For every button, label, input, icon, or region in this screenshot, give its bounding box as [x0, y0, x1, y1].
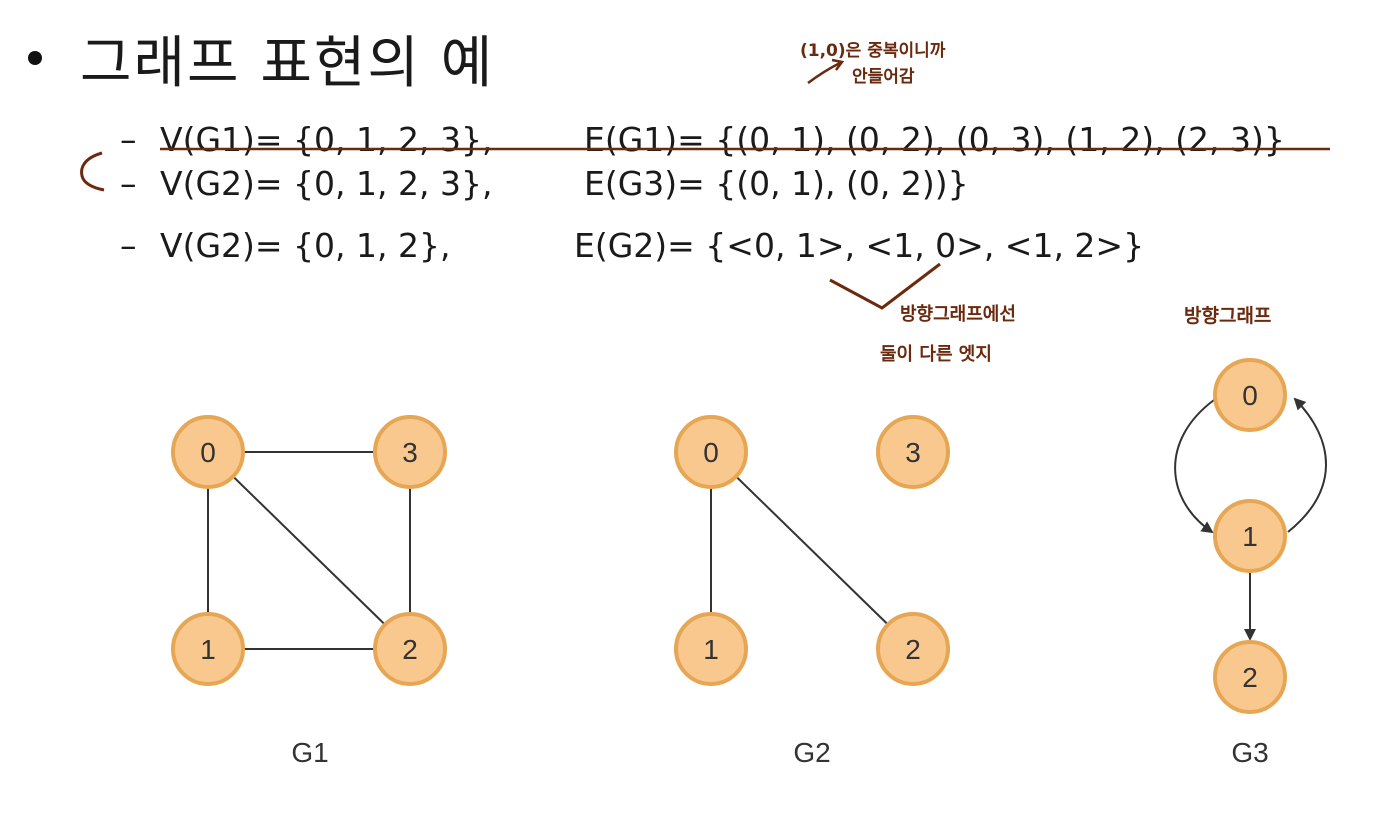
node-label: 1 — [703, 634, 719, 665]
dash: – — [120, 226, 137, 265]
g1-node-2: 2 — [373, 612, 447, 686]
title-row: 그래프 표현의 예 — [28, 18, 494, 98]
edge-set: E(G1)= {(0, 1), (0, 2), (0, 3), (1, 2), … — [584, 120, 1285, 159]
node-label: 2 — [905, 634, 921, 665]
dash: – — [120, 120, 137, 159]
node-label: 1 — [200, 634, 216, 665]
node-label: 0 — [200, 437, 216, 468]
annotation-duplicate-2: 안들어감 — [852, 67, 915, 87]
g2-node-1: 1 — [674, 612, 748, 686]
vertex-set: V(G2)= {0, 1, 2, 3}, — [160, 164, 493, 203]
annotation-arrowhead-icon — [831, 58, 845, 71]
annotation-directed-2: 둘이 다른 엣지 — [880, 344, 992, 365]
slide-title: 그래프 표현의 예 — [80, 30, 495, 96]
g1-edge-0-2 — [207, 451, 411, 650]
vertex-set: V(G2)= {0, 1, 2}, — [160, 226, 451, 265]
node-label: 0 — [703, 437, 719, 468]
dash: – — [120, 164, 137, 203]
vertex-set: V(G1)= {0, 1, 2, 3}, — [160, 120, 493, 159]
annotation-g3-note: 방향그래프 — [1184, 305, 1271, 327]
bracket-mark — [80, 151, 105, 192]
g2-node-0: 0 — [674, 415, 748, 489]
edge-set: E(G3)= {(0, 1), (0, 2))} — [584, 164, 969, 203]
g3-label: G3 — [1231, 737, 1268, 768]
node-label: 0 — [1242, 380, 1258, 411]
g3-node-1: 1 — [1213, 499, 1287, 573]
g1-node-0: 0 — [171, 415, 245, 489]
g2-label: G2 — [793, 737, 830, 768]
g3-edge-1-0 — [1287, 397, 1327, 533]
annotation-directed-1: 방향그래프에선 — [900, 304, 1016, 325]
g1-node-1: 1 — [171, 612, 245, 686]
annotation-v-mark — [829, 262, 941, 310]
g3-edge-0-1 — [1174, 399, 1215, 534]
g1-node-3: 3 — [373, 415, 447, 489]
node-label: 3 — [402, 437, 418, 468]
edge-set: E(G2)= {<0, 1>, <1, 0>, <1, 2>} — [574, 226, 1145, 265]
node-label: 2 — [402, 634, 418, 665]
annotation-arrow — [807, 61, 841, 85]
node-label: 3 — [905, 437, 921, 468]
g1-label: G1 — [291, 737, 328, 768]
annotation-duplicate-1: (1,0)은 중복이니까 — [800, 41, 946, 61]
node-label: 2 — [1242, 662, 1258, 693]
bullet-icon — [28, 51, 42, 65]
g3-node-2: 2 — [1213, 640, 1287, 714]
g2-node-3: 3 — [876, 415, 950, 489]
g2-edge-0-2 — [710, 451, 914, 650]
g2-node-2: 2 — [876, 612, 950, 686]
node-label: 1 — [1242, 521, 1258, 552]
g3-node-0: 0 — [1213, 358, 1287, 432]
